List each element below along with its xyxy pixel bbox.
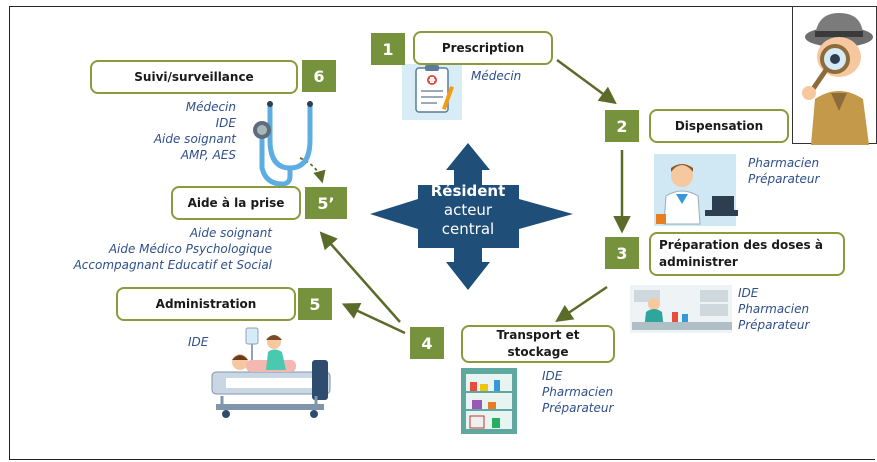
role: IDE <box>738 286 759 300</box>
step-5prime-number: 5’ <box>305 187 347 219</box>
center-line-1: Résident <box>430 182 506 200</box>
step-2-dispensation-box: Dispensation <box>649 109 789 143</box>
step-1-label: Prescription <box>441 40 525 55</box>
stethoscope-icon <box>253 101 313 187</box>
step-4-number: 4 <box>410 327 444 359</box>
prescription-clipboard-icon <box>402 64 462 120</box>
step-5prime-label: Aide à la prise <box>187 195 285 210</box>
step-3-preparation-box: Préparation des doses à administrer <box>649 232 845 276</box>
role: Préparateur <box>738 318 810 332</box>
arrow-4-to-5prime <box>319 231 401 323</box>
step-4-label-line-2: stockage <box>507 345 569 359</box>
arrow-4-to-5 <box>341 302 406 335</box>
role: Préparateur <box>542 401 614 415</box>
role: Préparateur <box>748 172 820 186</box>
central-resident-label: Résident acteur central <box>420 182 516 239</box>
step-1-prescription-box: Prescription <box>413 31 553 65</box>
pharmacy-lab-icon <box>630 285 732 333</box>
diagram-frame <box>9 6 875 460</box>
step-5prime-aide-box: Aide à la prise <box>171 186 301 220</box>
medicine-cabinet-icon <box>461 368 517 434</box>
role: IDE <box>188 335 209 349</box>
role: Aide soignant <box>189 226 272 240</box>
pharmacist-icon <box>654 154 738 226</box>
step-3-number: 3 <box>605 237 639 269</box>
role: AMP, AES <box>180 148 236 162</box>
step-3-label-line-2: administrer <box>659 255 738 269</box>
detective-icon <box>802 13 873 145</box>
step-6-number: 6 <box>302 60 336 92</box>
step-5prime-roles: Aide soignant Aide Médico Psychologique … <box>40 225 272 273</box>
role: IDE <box>542 369 563 383</box>
step-2-number: 2 <box>605 110 639 142</box>
step-1-roles: Médecin <box>471 68 521 84</box>
center-line-2: acteur <box>443 201 493 219</box>
step-3-label-line-1: Préparation des doses à <box>659 238 823 252</box>
central-cross-arrow <box>370 143 573 290</box>
step-5-number: 5 <box>298 288 332 320</box>
step-6-roles: Médecin IDE Aide soignant AMP, AES <box>90 99 236 163</box>
arrow-3-to-4 <box>555 285 608 322</box>
role: Pharmacien <box>542 385 614 399</box>
hospital-bed-patient-icon <box>211 327 331 418</box>
step-4-label-line-1: Transport et <box>496 328 580 342</box>
role: Aide Médico Psychologique <box>108 242 272 256</box>
step-1-number: 1 <box>371 33 405 65</box>
arrow-6-to-5prime <box>299 157 326 184</box>
role: Accompagnant Educatif et Social <box>73 258 272 272</box>
step-5-label: Administration <box>155 296 257 311</box>
role: IDE <box>215 116 236 130</box>
step-5-administration-box: Administration <box>116 287 296 321</box>
step-3-roles: IDE Pharmacien Préparateur <box>738 285 809 333</box>
step-6-suivi-box: Suivi/surveillance <box>90 60 298 94</box>
detective-image <box>792 6 877 145</box>
step-2-roles: Pharmacien Préparateur <box>748 155 819 187</box>
role: Pharmacien <box>748 156 820 170</box>
step-5-roles: IDE <box>188 334 208 350</box>
role: Aide soignant <box>153 132 236 146</box>
center-line-3: central <box>441 220 495 238</box>
arrow-1-to-2 <box>556 58 617 105</box>
step-6-label: Suivi/surveillance <box>134 69 254 84</box>
step-4-roles: IDE Pharmacien Préparateur <box>542 368 613 416</box>
role: Pharmacien <box>738 302 810 316</box>
role: Médecin <box>185 100 236 114</box>
step-4-transport-box: Transport et stockage <box>461 325 615 363</box>
role: Médecin <box>471 69 522 83</box>
step-2-label: Dispensation <box>674 118 764 133</box>
